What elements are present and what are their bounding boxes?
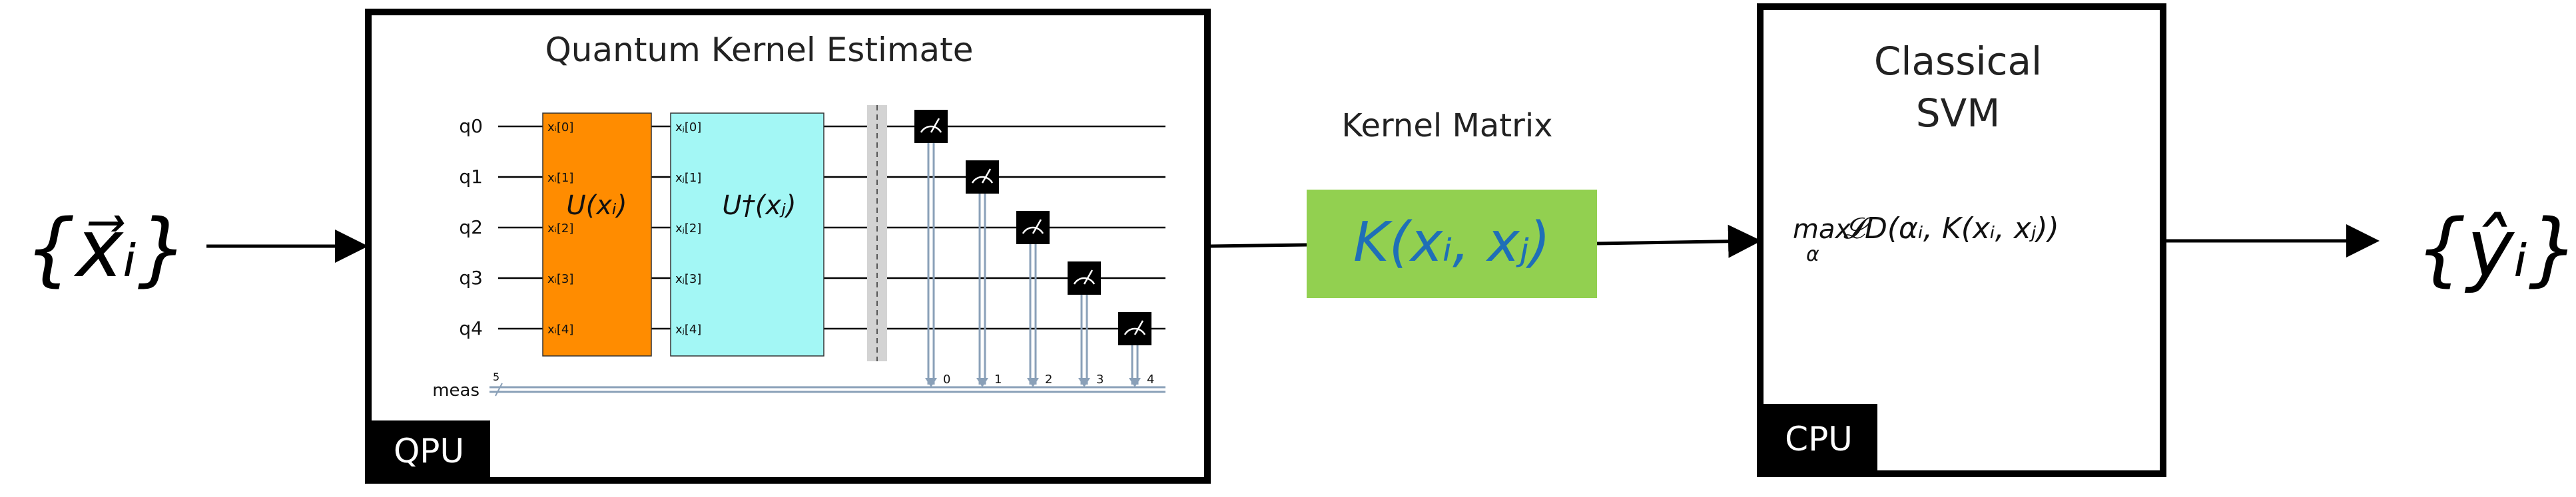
qubit-label: q3 (459, 267, 483, 289)
u-gate-input-label: xᵢ[0] (547, 120, 573, 134)
barrier (867, 105, 887, 361)
udagger-gate (670, 112, 824, 357)
qpu-badge (368, 420, 490, 480)
udagger-gate-input-label: xⱼ[1] (675, 171, 701, 185)
udagger-gate-input-label: xⱼ[0] (675, 120, 701, 134)
kernel-formula: K(xᵢ, xⱼ) (1353, 211, 1550, 274)
qubit-label: q4 (459, 317, 483, 339)
classical-width-slash (495, 383, 503, 397)
u-gate-input-label: xᵢ[3] (547, 272, 573, 286)
classical-register-label: meas (432, 381, 480, 401)
udagger-gate-label: U†(xⱼ) (722, 190, 796, 221)
objective-operator: max (1793, 214, 1851, 245)
objective-subscript: α (1806, 243, 1819, 266)
u-gate-inputs: xᵢ[0] xᵢ[1] xᵢ[2] xᵢ[3] xᵢ[4] (547, 120, 573, 337)
qpu-box: Quantum Kernel Estimate QPU (365, 9, 1211, 484)
qubit-label: q2 (459, 216, 483, 238)
line-qpu-to-kernel (1209, 243, 1307, 248)
measure-bit-label: 2 (1045, 373, 1052, 387)
u-gate-input-label: xᵢ[4] (547, 323, 573, 337)
qubit-label: q1 (459, 166, 483, 188)
measure-bit-label: 3 (1096, 373, 1104, 387)
output-label: {ŷᵢ} (2415, 203, 2576, 295)
cpu-badge-label: CPU (1785, 420, 1853, 458)
input-label: {x⃗ᵢ} (25, 203, 188, 295)
qubit-label: q0 (459, 115, 483, 137)
cpu-box: Classical SVM max α 𝓛D(αᵢ, K(xᵢ, xⱼ)) CP… (1757, 3, 2166, 477)
measure-gate-q2: 2 (1016, 211, 1052, 387)
u-gate-input-label: xᵢ[1] (547, 171, 573, 185)
u-gate (542, 112, 652, 357)
measure-gate-q1: 1 (966, 160, 1002, 387)
cpu-title-line2: SVM (1916, 90, 2001, 136)
u-gate-label: U(xᵢ) (566, 190, 627, 221)
kernel-matrix: Kernel Matrix K(xᵢ, xⱼ) (1307, 107, 1597, 298)
meter-arc-icon (1073, 277, 1096, 285)
qpu-badge-label: QPU (394, 432, 464, 470)
udagger-gate-input-label: xⱼ[2] (675, 222, 701, 236)
meter-arc-icon (1022, 226, 1044, 234)
udagger-gate-inputs: xⱼ[0] xⱼ[1] xⱼ[2] xⱼ[3] xⱼ[4] (675, 120, 701, 337)
objective-expression: 𝓛D(αᵢ, K(xᵢ, xⱼ)) (1843, 212, 2059, 246)
measure-bit-label: 1 (994, 373, 1002, 387)
qubit-labels: q0 q1 q2 q3 q4 (459, 115, 483, 339)
measure-gate-q3: 3 (1068, 261, 1104, 387)
kernel-box (1307, 190, 1597, 298)
measure-bit-label: 4 (1147, 373, 1154, 387)
measure-gate-q4: 4 (1118, 312, 1154, 387)
measurement-gates: 0 1 2 3 4 (914, 110, 1154, 387)
cpu-title-line1: Classical (1874, 39, 2042, 84)
cpu-badge (1760, 404, 1877, 474)
measure-gate-q0: 0 (914, 110, 950, 387)
measure-bit-label: 0 (943, 373, 950, 387)
kernel-caption: Kernel Matrix (1341, 107, 1552, 144)
udagger-gate-input-label: xⱼ[3] (675, 272, 701, 286)
classical-width: 5 (493, 371, 499, 383)
meter-arc-icon (1124, 327, 1146, 335)
udagger-gate-input-label: xⱼ[4] (675, 323, 701, 337)
qpu-title: Quantum Kernel Estimate (545, 31, 973, 69)
u-gate-input-label: xᵢ[2] (547, 222, 573, 236)
meter-arc-icon (971, 176, 994, 184)
arrow-kernel-to-cpu (1596, 224, 1762, 258)
meter-arc-icon (920, 125, 942, 133)
